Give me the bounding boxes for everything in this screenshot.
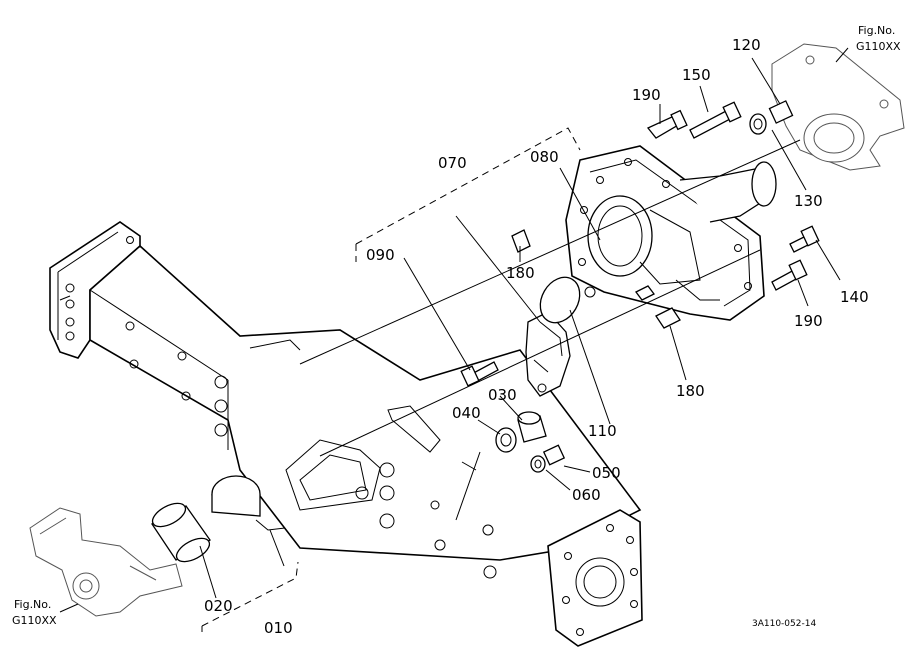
label-190-top: 190 [632,86,661,104]
label-180-bottom: 180 [676,382,705,400]
ghost-bracket-bottom-left [29,507,183,617]
label-140: 140 [840,288,869,306]
label-050: 050 [592,464,621,482]
fig-ref-top-right-line1: Fig.No. [858,24,895,37]
label-020: 020 [204,597,233,615]
assembly-lines [201,127,801,632]
fig-ref-top-right-line2: G110XX [856,40,901,53]
gear-case-part-080 [565,145,777,329]
small-parts [460,100,820,473]
axle-housing-part-010 [49,221,643,647]
label-060: 060 [572,486,601,504]
label-150: 150 [682,66,711,84]
ghost-bracket-top-right [771,43,905,171]
label-180-top: 180 [506,264,535,282]
label-130: 130 [794,192,823,210]
label-120: 120 [732,36,761,54]
bushing-part-020 [151,502,211,563]
part-labels: 010 020 030 040 050 060 070 080 090 110 … [204,36,869,637]
label-010: 010 [264,619,293,637]
drawing-code: 3A110-052-14 [752,619,816,629]
label-040: 040 [452,404,481,422]
o-ring-part-110 [539,276,581,324]
label-080: 080 [530,148,559,166]
fig-ref-bottom-left-line1: Fig.No. [14,598,51,611]
bearing-cap-part-070 [525,311,571,397]
label-090: 090 [366,246,395,264]
figure-references: Fig.No. G110XX Fig.No. G110XX [12,24,901,627]
label-070: 070 [438,154,467,172]
label-030: 030 [488,386,517,404]
label-110: 110 [588,422,617,440]
fig-ref-bottom-left-line2: G110XX [12,614,57,627]
leader-lines [59,47,849,613]
label-190-right: 190 [794,312,823,330]
